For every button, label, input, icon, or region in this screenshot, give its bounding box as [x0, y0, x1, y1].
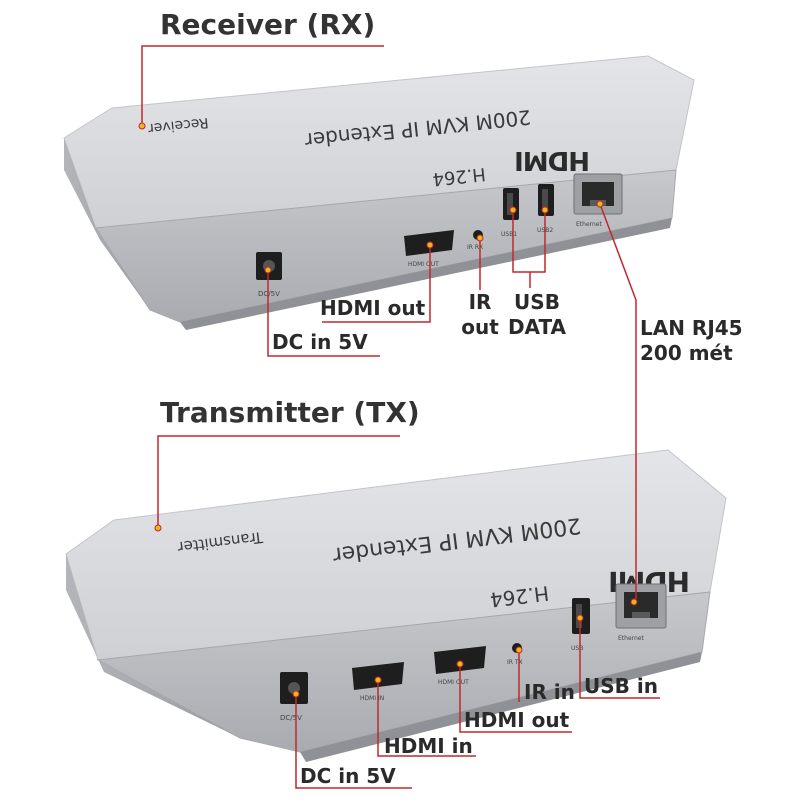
leader-tx-hdmi-out — [459, 664, 572, 733]
transmitter-device: HDMI 200M KVM IP Extender H.264 Transmit… — [65, 449, 727, 762]
transmitter-hdmi-out-port: HDMI OUT — [434, 646, 486, 686]
callout-tx-ir: IR in — [524, 680, 575, 704]
transmitter-hdmi-out-label: HDMI OUT — [438, 679, 469, 686]
leader-dots — [138, 122, 638, 698]
receiver-dc-port: DC/5V — [256, 252, 282, 298]
receiver-dc-label: DC/5V — [258, 290, 280, 298]
receiver-ir-label: IR RX — [467, 244, 483, 251]
callout-rx-dc: DC in 5V — [272, 330, 368, 354]
leader-tx-usb — [579, 618, 660, 699]
callout-rx-usb-line1: USB — [514, 290, 560, 314]
callout-lan-line2: 200 mét — [640, 341, 733, 365]
transmitter-dc-label: DC/5V — [280, 714, 302, 722]
leader-tx-dc — [295, 694, 412, 789]
receiver-usb1-label: USB1 — [501, 231, 517, 238]
callout-tx-usb: USB in — [584, 674, 658, 698]
leader-transmitter-title — [157, 435, 400, 528]
transmitter-ethernet-label: Ethernet — [618, 635, 644, 642]
transmitter-ethernet-port: Ethernet — [615, 583, 667, 642]
callout-tx-hdmi-out: HDMI out — [464, 708, 570, 732]
transmitter-title: Transmitter (TX) — [160, 396, 420, 429]
receiver-hdmi-out-label: HDMI OUT — [408, 261, 439, 268]
callout-lan-line1: LAN RJ45 — [640, 316, 743, 340]
callout-lan: LAN RJ45 200 mét — [640, 316, 743, 366]
receiver-side-label: Receiver — [147, 114, 209, 136]
callout-rx-ir-line1: IR — [468, 290, 492, 314]
receiver-hdmi-logo: HDMI — [515, 145, 590, 175]
callout-rx-ir: IR out — [458, 290, 502, 340]
receiver-ethernet-port: Ethernet — [573, 173, 623, 228]
callout-tx-dc: DC in 5V — [300, 764, 396, 788]
leader-rx-hdmi-out — [322, 245, 431, 323]
leader-tx-hdmi-in — [377, 680, 476, 757]
leader-receiver-title — [141, 45, 384, 126]
receiver-ethernet-label: Ethernet — [576, 221, 602, 228]
receiver-brand-text: HDMI — [515, 145, 590, 175]
transmitter-ir-label: IR TX — [507, 659, 523, 666]
callout-rx-usb: USB DATA — [504, 290, 570, 340]
transmitter-usb-label: USB — [571, 645, 583, 652]
receiver-title: Receiver (RX) — [160, 8, 376, 41]
transmitter-hdmi-in-port: HDMI IN — [352, 662, 404, 702]
callout-rx-ir-line2: out — [461, 315, 499, 339]
receiver-device: HDMI 200M KVM IP Extender H.264 Receiver… — [63, 55, 695, 330]
leader-rx-dc — [267, 270, 380, 357]
callout-rx-usb-line2: DATA — [507, 315, 567, 339]
leader-rx-usb — [512, 210, 546, 273]
callout-tx-hdmi-in: HDMI in — [384, 734, 473, 758]
transmitter-hdmi-in-label: HDMI IN — [360, 695, 384, 702]
callout-rx-hdmi-out: HDMI out — [320, 296, 426, 320]
